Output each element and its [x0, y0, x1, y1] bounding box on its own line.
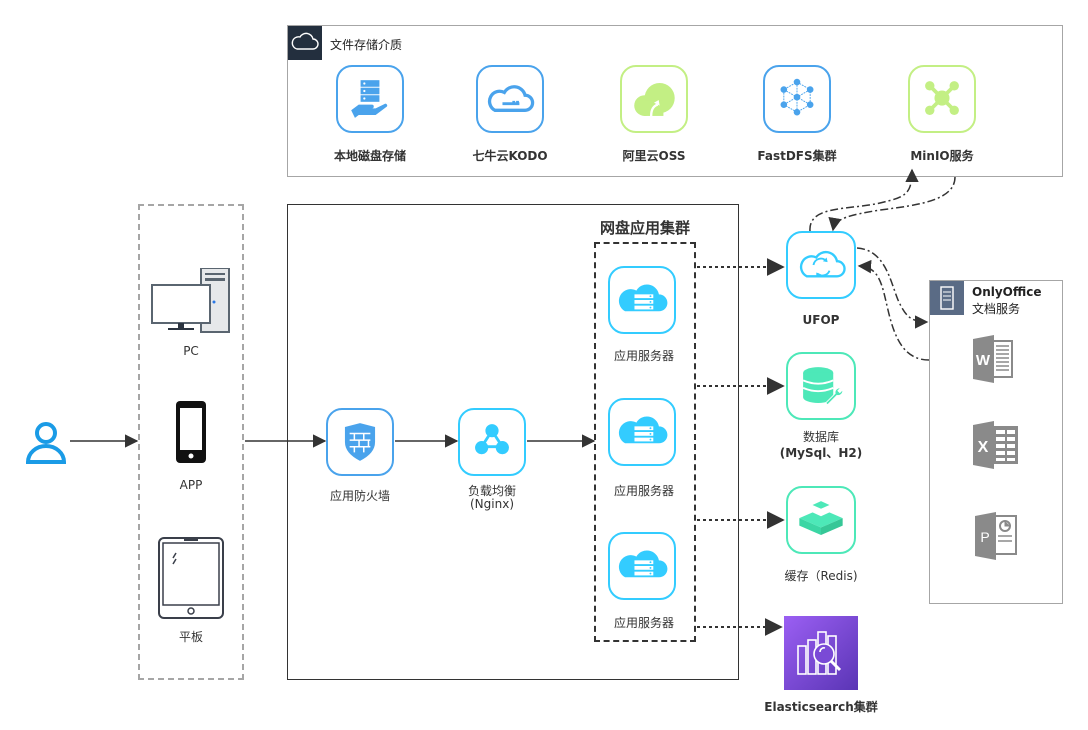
storage-minio[interactable] — [908, 65, 976, 133]
desktop-pc-icon — [151, 267, 231, 334]
storage-local-disk-label: 本地磁盘存储 — [333, 149, 406, 163]
cloud-outline-icon — [291, 32, 319, 50]
storage-qiniu-kodo[interactable] — [476, 65, 544, 133]
storage-local-disk[interactable] — [336, 65, 404, 133]
database-label-line2: (MySql、H2) — [779, 446, 863, 460]
firewall-shield-icon — [344, 423, 376, 461]
cluster-title: 网盘应用集群 — [599, 219, 690, 237]
cloud-key-icon — [487, 85, 535, 112]
app-server-3[interactable] — [608, 532, 676, 600]
cloud-upload-icon — [634, 83, 675, 116]
user-icon — [25, 418, 67, 466]
onlyoffice-title-line1: OnlyOffice — [972, 285, 1042, 299]
edge-ufop-to-minio — [809, 168, 919, 232]
load-balancer-label-line1: 负载均衡 — [467, 484, 516, 498]
app-server-1[interactable] — [608, 266, 676, 334]
onlyoffice-group: OnlyOffice 文档服务 — [929, 280, 1063, 604]
app-server-3-label: 应用服务器 — [613, 616, 674, 630]
cache-label: 缓存（Redis) — [784, 569, 858, 583]
app-server-2[interactable] — [608, 398, 676, 466]
application-boundary — [287, 204, 739, 680]
edge-ufop-to-onlyoffice — [856, 247, 929, 329]
load-balancer-node[interactable] — [458, 408, 526, 476]
client-app-label: APP — [179, 478, 203, 492]
database-wrench-icon — [802, 367, 844, 406]
ufop-node[interactable] — [786, 231, 856, 299]
cache-node[interactable] — [786, 486, 856, 554]
smartphone-icon — [175, 400, 207, 464]
powerpoint-icon: P — [974, 512, 1018, 560]
storage-group-header-badge — [288, 26, 322, 60]
document-server-icon — [940, 286, 954, 310]
svg-text:P: P — [980, 529, 989, 545]
storage-qiniu-kodo-label: 七牛云KODO — [472, 149, 548, 163]
server-hand-icon — [351, 80, 388, 118]
cloud-sync-icon — [799, 250, 846, 278]
onlyoffice-header-badge — [930, 281, 964, 315]
onlyoffice-title-line2: 文档服务 — [972, 302, 1021, 316]
cube-network-icon — [780, 78, 814, 116]
app-server-2-label: 应用服务器 — [613, 484, 674, 498]
database-node[interactable] — [786, 352, 856, 420]
tablet-icon — [158, 537, 224, 619]
hub-network-icon — [925, 81, 959, 115]
client-pc-label: PC — [183, 344, 199, 358]
cloud-server-icon — [618, 416, 668, 444]
database-label-line1: 数据库 — [802, 430, 839, 444]
storage-fastdfs-label: FastDFS集群 — [757, 149, 837, 163]
excel-icon: X — [972, 420, 1022, 470]
word-icon: W — [972, 334, 1014, 384]
storage-minio-label: MinIO服务 — [910, 149, 974, 163]
svg-text:X: X — [978, 439, 989, 456]
storage-aliyun-oss[interactable] — [620, 65, 688, 133]
client-devices-group — [138, 204, 244, 680]
storage-fastdfs[interactable] — [763, 65, 831, 133]
ufop-label: UFOP — [802, 313, 840, 327]
cloud-server-icon — [618, 550, 668, 578]
storage-group-title: 文件存储介质 — [330, 38, 403, 52]
firewall-label: 应用防火墙 — [329, 489, 390, 503]
client-tablet-label: 平板 — [178, 630, 203, 644]
edge-minio-to-ufop — [828, 176, 956, 232]
svg-text:W: W — [976, 352, 991, 369]
search-index-icon — [797, 631, 842, 675]
load-balancer-label-line2: (Nginx) — [470, 497, 514, 511]
storage-group: 文件存储介质 — [287, 25, 1063, 177]
app-server-1-label: 应用服务器 — [613, 349, 674, 363]
elasticsearch-label: Elasticsearch集群 — [764, 700, 878, 714]
elasticsearch-node[interactable] — [784, 616, 858, 690]
load-balancer-icon — [475, 424, 509, 455]
layered-block-icon — [799, 501, 843, 536]
storage-aliyun-oss-label: 阿里云OSS — [622, 149, 686, 163]
firewall-node[interactable] — [326, 408, 394, 476]
cloud-server-icon — [618, 284, 668, 312]
